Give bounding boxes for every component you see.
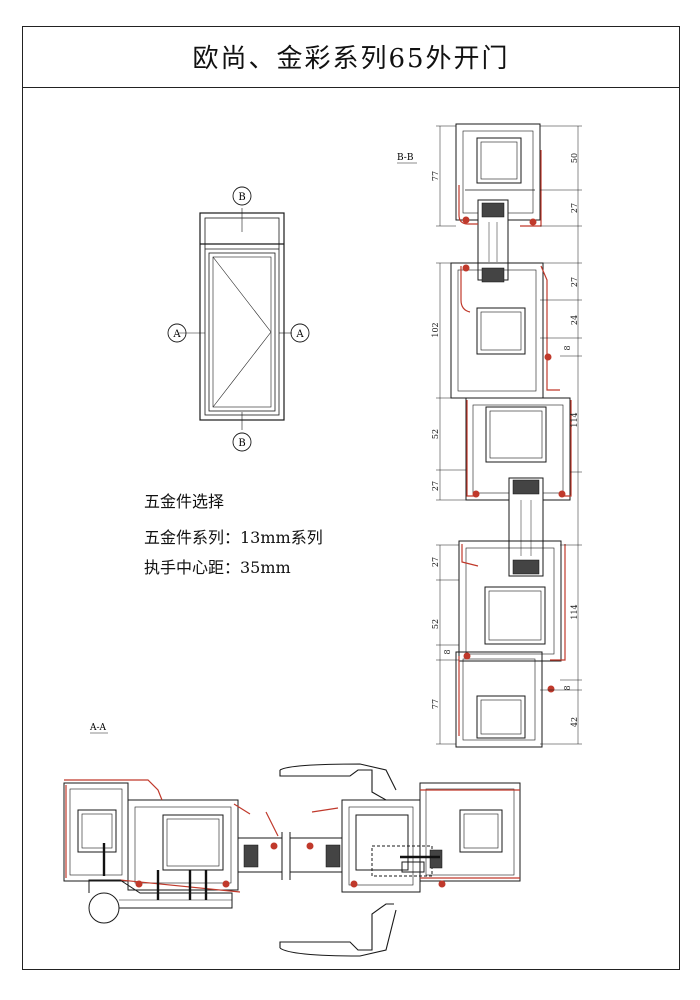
handle-distance: 执手中心距：35mm [144, 558, 291, 577]
aa-right-frame [419, 782, 521, 882]
aa-right-sash-chamber [355, 814, 409, 871]
dim-l-7: 8 [443, 649, 452, 654]
aa-left-sash-chamber [162, 814, 224, 871]
dim-l-8: 77 [431, 699, 440, 709]
section-aa-label: A-A [89, 723, 107, 733]
section-aa-gaskets [64, 779, 520, 893]
aa-handle [279, 763, 397, 957]
aa-hinge [88, 879, 233, 924]
dim-r-3: 27 [570, 277, 579, 287]
bb-dimensions-left [436, 125, 466, 745]
door-sash [208, 252, 276, 412]
opening-line [212, 331, 272, 408]
dim-r-2: 27 [570, 203, 579, 213]
dim-l-4: 27 [431, 481, 440, 491]
section-aa-screws [102, 843, 440, 900]
section-bb-seals [462, 216, 566, 693]
dim-l-2: 102 [431, 322, 440, 337]
marker-b-top-text: B [238, 192, 245, 203]
section-bb-label: B-B [397, 153, 414, 163]
hinge-knuckle [88, 892, 120, 924]
section-marker-a-left [167, 323, 187, 343]
section-aa-spacers [243, 844, 443, 869]
aa-left-frame [63, 782, 129, 882]
drawing-frame [22, 26, 680, 970]
section-aa-seals [135, 842, 446, 888]
dim-r-6: 114 [570, 412, 579, 427]
dim-r-5: 8 [563, 345, 572, 350]
section-bb-gaskets [458, 150, 572, 736]
aa-left-sash [127, 799, 239, 891]
section-bb-profile [450, 123, 571, 748]
marker-a-left-text: A [172, 329, 181, 340]
section-bb-spacers [481, 202, 540, 575]
dim-l-1: 77 [431, 171, 440, 181]
bb-sash-chamber [485, 406, 547, 463]
bb-dimension-text-left: 77 102 52 27 27 52 8 77 [431, 171, 452, 709]
bb-threshold [455, 651, 543, 748]
dim-r-1: 50 [570, 153, 579, 163]
bb-dimension-text-right: 50 27 27 24 8 114 114 8 42 [563, 153, 579, 727]
dim-r-9: 42 [570, 717, 579, 727]
door-elevation [167, 186, 310, 452]
section-marker-b-top [232, 186, 252, 206]
aa-left-chamber [77, 809, 117, 853]
bb-glass-door [508, 477, 544, 577]
section-marker-b-bottom [232, 432, 252, 452]
bb-bottom-sash [458, 540, 562, 662]
dim-r-7: 114 [570, 604, 579, 619]
hardware-series: 五金件系列：13mm系列 [144, 528, 323, 547]
dim-l-5: 27 [431, 557, 440, 567]
section-aa-profile [63, 782, 521, 893]
bb-top-chamber [476, 137, 522, 184]
title-block: 欧尚、金彩系列65外开门 [22, 26, 680, 88]
dim-l-3: 52 [431, 429, 440, 439]
bb-bottom-chamber [484, 586, 546, 645]
bb-threshold-chamber [476, 695, 526, 739]
marker-b-bottom-text: B [238, 438, 245, 449]
hardware-heading: 五金件选择 [144, 492, 225, 511]
dim-r-4: 24 [570, 315, 579, 325]
bb-mid-chamber [476, 307, 526, 355]
aa-lock-bolt [401, 861, 425, 873]
aa-right-chamber [459, 809, 503, 853]
dim-l-6: 52 [431, 619, 440, 629]
section-marker-a-right [290, 323, 310, 343]
marker-a-right-text: A [295, 329, 304, 340]
handle-lower [279, 903, 394, 951]
bb-dimensions-right [540, 125, 582, 745]
bb-transom [450, 262, 544, 399]
dim-r-8: 8 [563, 685, 572, 690]
handle-upper [279, 769, 394, 801]
drawing-title: 欧尚、金彩系列65外开门 [192, 44, 510, 74]
